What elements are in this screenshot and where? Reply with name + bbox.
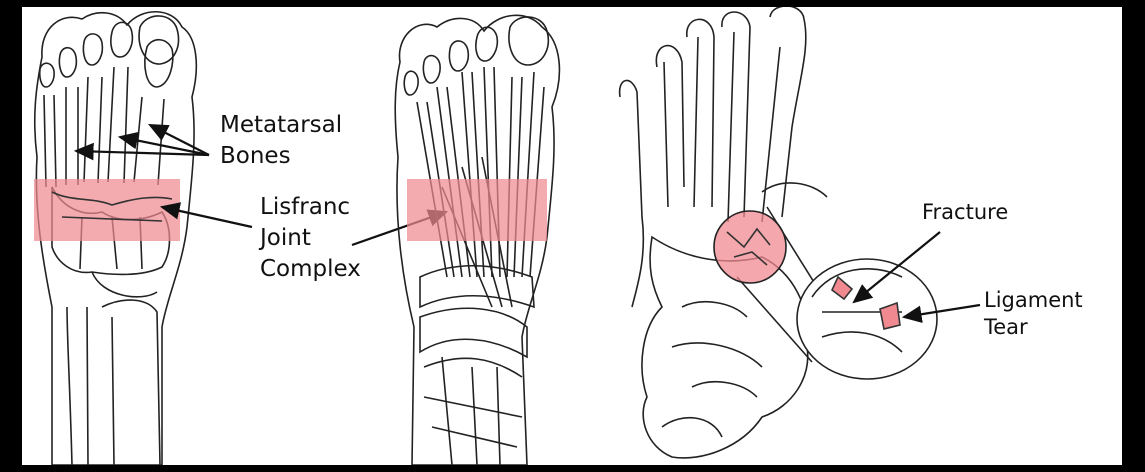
lisfranc-label-line2: Joint xyxy=(258,225,311,251)
lisfranc-highlight-1 xyxy=(34,179,180,241)
injury-highlight xyxy=(714,211,786,283)
metatarsal-label-line1: Metatarsal xyxy=(220,112,342,138)
metatarsal-arrows xyxy=(76,125,209,155)
panel-foot-injury xyxy=(620,7,937,458)
ligament-label-line2: Tear xyxy=(983,315,1028,339)
zoom-inset xyxy=(797,259,937,379)
panel-foot-bones xyxy=(34,12,196,465)
curved-pointer-line xyxy=(762,183,827,197)
fracture-label: Fracture xyxy=(922,200,1008,224)
ligament-label-line1: Ligament xyxy=(984,288,1083,312)
lisfranc-highlight-2 xyxy=(407,179,547,241)
illustration-canvas: Metatarsal Bones Lisfranc Joint Complex xyxy=(22,7,1122,465)
lisfranc-label-line1: Lisfranc xyxy=(260,194,350,220)
metatarsal-label-line2: Bones xyxy=(220,143,291,169)
panel-foot-ligaments xyxy=(395,15,559,465)
lisfranc-diagram: Metatarsal Bones Lisfranc Joint Complex xyxy=(22,7,1122,465)
lisfranc-label-line3: Complex xyxy=(260,256,361,282)
